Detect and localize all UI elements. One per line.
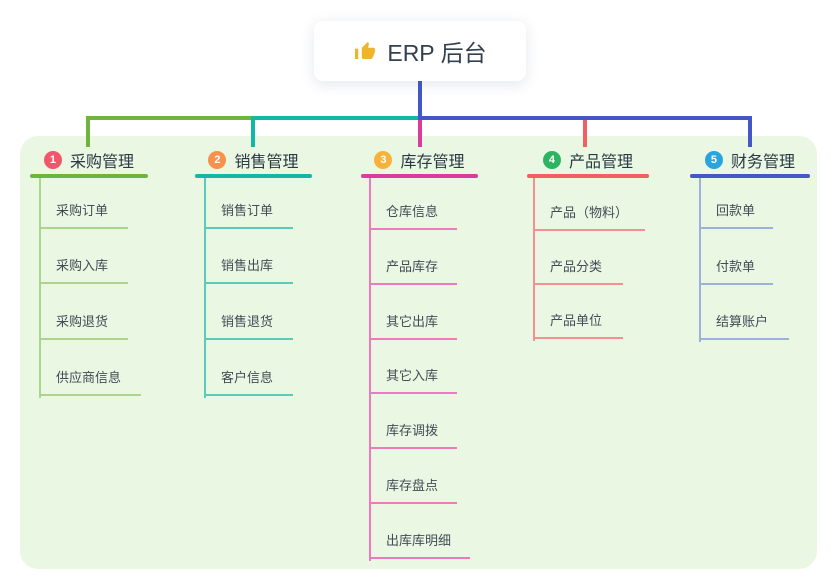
branch-underline [527, 174, 649, 178]
child-node[interactable]: 采购退货 [39, 314, 128, 340]
branch-label: 销售管理 [234, 154, 299, 171]
branch-node-inventory[interactable]: 3 库存管理 [361, 146, 478, 178]
child-node[interactable]: 销售订单 [204, 203, 293, 229]
child-node[interactable]: 销售出库 [204, 258, 293, 284]
branch-underline [195, 174, 312, 178]
child-node[interactable]: 产品单位 [533, 313, 623, 339]
child-node[interactable]: 付款单 [699, 259, 773, 285]
branch-number-badge: 2 [208, 151, 227, 169]
child-node[interactable]: 采购订单 [39, 203, 128, 229]
branch-label: 采购管理 [69, 154, 134, 171]
branch-number-badge: 4 [542, 151, 561, 169]
child-node[interactable]: 回款单 [699, 203, 773, 229]
branch-label: 库存管理 [400, 154, 465, 171]
child-node[interactable]: 出库库明细 [369, 533, 470, 559]
child-node[interactable]: 销售退货 [204, 314, 293, 340]
root-node[interactable]: ERP 后台 [314, 21, 526, 81]
child-node[interactable]: 供应商信息 [39, 370, 141, 396]
child-node[interactable]: 采购入库 [39, 258, 128, 284]
branch-rail-product [533, 178, 535, 341]
child-node[interactable]: 其它出库 [369, 314, 457, 340]
branch-node-product[interactable]: 4 产品管理 [527, 146, 649, 178]
branch-underline [690, 174, 810, 178]
child-node[interactable]: 库存盘点 [369, 478, 457, 504]
branch-node-sales[interactable]: 2 销售管理 [195, 146, 312, 178]
branch-rail-purchase [39, 178, 41, 398]
root-label: ERP 后台 [387, 40, 487, 66]
branch-label: 财务管理 [730, 154, 795, 171]
branch-number-badge: 5 [704, 151, 723, 169]
branch-rail-finance [699, 178, 701, 342]
child-node[interactable]: 结算账户 [699, 314, 789, 340]
child-node[interactable]: 产品分类 [533, 259, 623, 285]
branch-rail-inventory [369, 178, 371, 561]
branch-number-badge: 1 [43, 151, 62, 169]
branch-rail-sales [204, 178, 206, 398]
branch-number-badge: 3 [374, 151, 393, 169]
branches-panel [20, 136, 817, 569]
child-node[interactable]: 其它入库 [369, 368, 457, 394]
branch-node-finance[interactable]: 5 财务管理 [690, 146, 810, 178]
child-node[interactable]: 仓库信息 [369, 204, 457, 230]
child-node[interactable]: 产品（物料） [533, 205, 645, 231]
child-node[interactable]: 库存调拨 [369, 423, 457, 449]
branch-underline [361, 174, 478, 178]
branch-label: 产品管理 [568, 154, 633, 171]
child-node[interactable]: 客户信息 [204, 370, 293, 396]
branch-underline [30, 174, 148, 178]
thumbs-up-icon [353, 39, 377, 63]
child-node[interactable]: 产品库存 [369, 259, 457, 285]
branch-node-purchase[interactable]: 1 采购管理 [30, 146, 148, 178]
